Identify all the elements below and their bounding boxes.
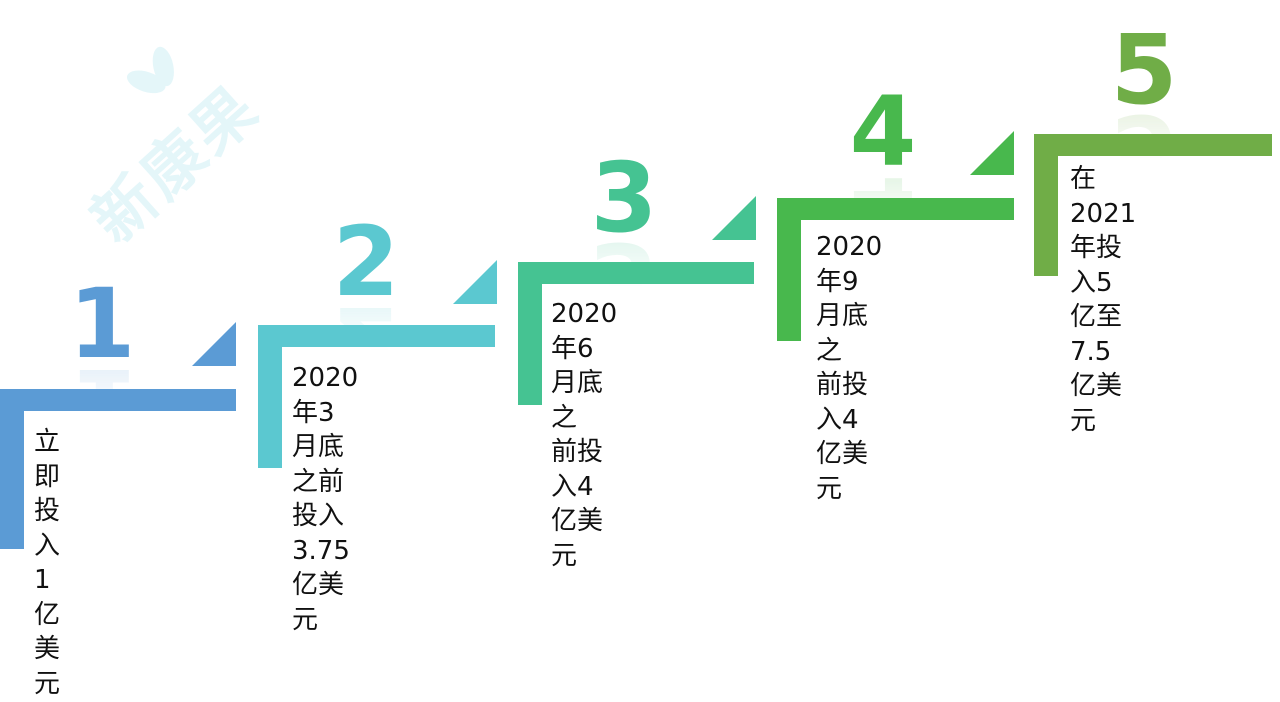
step-description: 2020年6月底之 前投入4亿美元 (551, 297, 617, 574)
step-text-line1: 2020年6月底之 (551, 299, 618, 433)
step-text-line2: 亿至7.5亿美元 (1070, 302, 1123, 437)
step-side-bar (258, 325, 282, 468)
step-number: 5 (1110, 14, 1178, 126)
step-number: 3 (590, 142, 658, 254)
step-top-bar (0, 389, 236, 411)
step-side-bar (777, 198, 801, 341)
step-description: 2020年3月底之前 投入3.75亿美元 (292, 361, 358, 638)
step-top-bar (1034, 134, 1272, 156)
step-text-line1: 2020年3月底之前 (292, 363, 359, 497)
leaf-icon (126, 46, 174, 94)
step-text-line2: 前投入4亿美元 (816, 370, 869, 505)
step-side-bar (518, 262, 542, 405)
step-text-line1: 2020年9月底之 (816, 232, 883, 366)
step-corner-triangle (453, 260, 497, 304)
step-text-line1: 立即投入1亿美 (34, 427, 61, 665)
step-number: 2 (332, 206, 400, 318)
step-description: 立即投入1亿美 元 (34, 425, 60, 702)
step-side-bar (1034, 134, 1058, 276)
step-side-bar (0, 389, 24, 549)
step-text-line1: 在2021年投入5 (1070, 164, 1137, 298)
step-top-bar (258, 325, 495, 347)
step-text-line2: 前投入4亿美元 (551, 437, 604, 572)
step-top-bar (518, 262, 754, 284)
step-description: 2020年9月底之 前投入4亿美元 (816, 230, 882, 507)
watermark-logo: 新康果 (2, 0, 319, 282)
step-corner-triangle (970, 131, 1014, 175)
step-top-bar (777, 198, 1014, 220)
step-corner-triangle (192, 322, 236, 366)
step-text-line2: 投入3.75亿美元 (292, 501, 350, 636)
step-number: 4 (849, 76, 917, 188)
step-number: 1 (68, 268, 136, 380)
step-corner-triangle (712, 196, 756, 240)
watermark-text: 新康果 (77, 70, 274, 258)
step-text-line2: 元 (34, 669, 61, 700)
step-description: 在2021年投入5 亿至7.5亿美元 (1070, 162, 1136, 439)
